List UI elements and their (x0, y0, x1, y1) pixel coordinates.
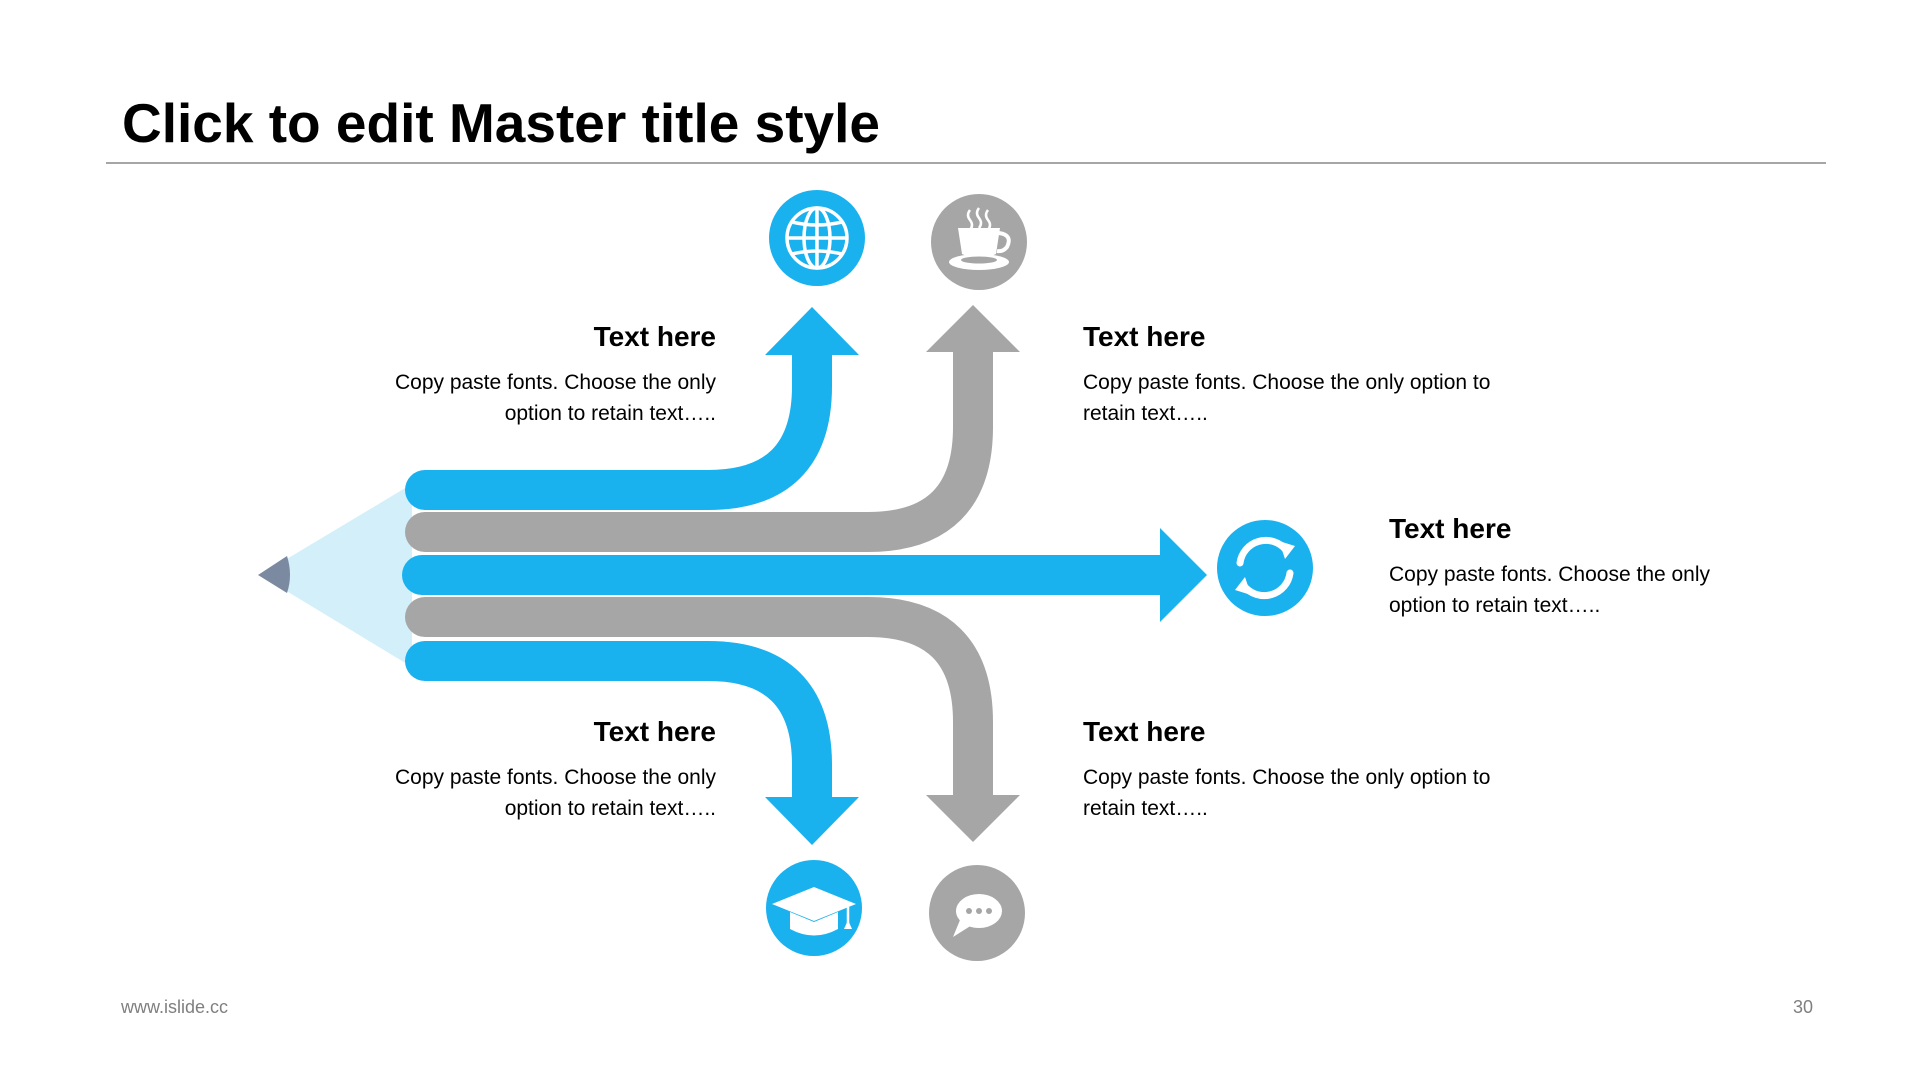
label-body: Copy paste fonts. Choose the only option… (1083, 765, 1491, 820)
label-heading: Text here (1083, 321, 1206, 352)
pencil-lead (258, 556, 290, 593)
globe-icon (769, 190, 865, 286)
branch-top-right-path (405, 318, 993, 552)
branch-bottom-right-arrowhead (926, 795, 1020, 842)
pencil-wood (260, 484, 412, 667)
label-heading: Text here (593, 716, 716, 747)
label-bottom-right: Text here Copy paste fonts. Choose the o… (1083, 715, 1513, 824)
footer-website: www.islide.cc (121, 997, 229, 1017)
label-top-right: Text here Copy paste fonts. Choose the o… (1083, 320, 1513, 429)
label-middle: Text here Copy paste fonts. Choose the o… (1389, 512, 1759, 621)
slide-title: Click to edit Master title style (122, 92, 880, 154)
branch-bottom-left-path (405, 641, 832, 820)
branch-bottom-left-arrowhead (765, 797, 859, 845)
label-bottom-left: Text here Copy paste fonts. Choose the o… (196, 715, 716, 824)
label-heading: Text here (593, 321, 716, 352)
branch-top-right-arrowhead (926, 305, 1020, 352)
label-body: Copy paste fonts. Choose the only option… (394, 765, 716, 820)
branch-bottom-right-path (405, 597, 993, 828)
branch-middle-arrowhead (1160, 528, 1207, 622)
label-body: Copy paste fonts. Choose the only option… (1389, 562, 1711, 617)
branch-top-left-path (405, 328, 832, 510)
graduation-cap-icon (766, 860, 862, 956)
page-number: 30 (1792, 997, 1813, 1017)
coffee-cup-icon (931, 194, 1027, 290)
label-heading: Text here (1389, 513, 1512, 544)
label-body: Copy paste fonts. Choose the only option… (394, 370, 716, 425)
label-top-left: Text here Copy paste fonts. Choose the o… (196, 320, 716, 429)
label-body: Copy paste fonts. Choose the only option… (1083, 370, 1491, 425)
label-heading: Text here (1083, 716, 1206, 747)
title-divider (106, 162, 1826, 164)
branch-top-left-arrowhead (765, 307, 859, 355)
refresh-icon (1217, 520, 1313, 616)
chat-bubble-icon (929, 865, 1025, 961)
